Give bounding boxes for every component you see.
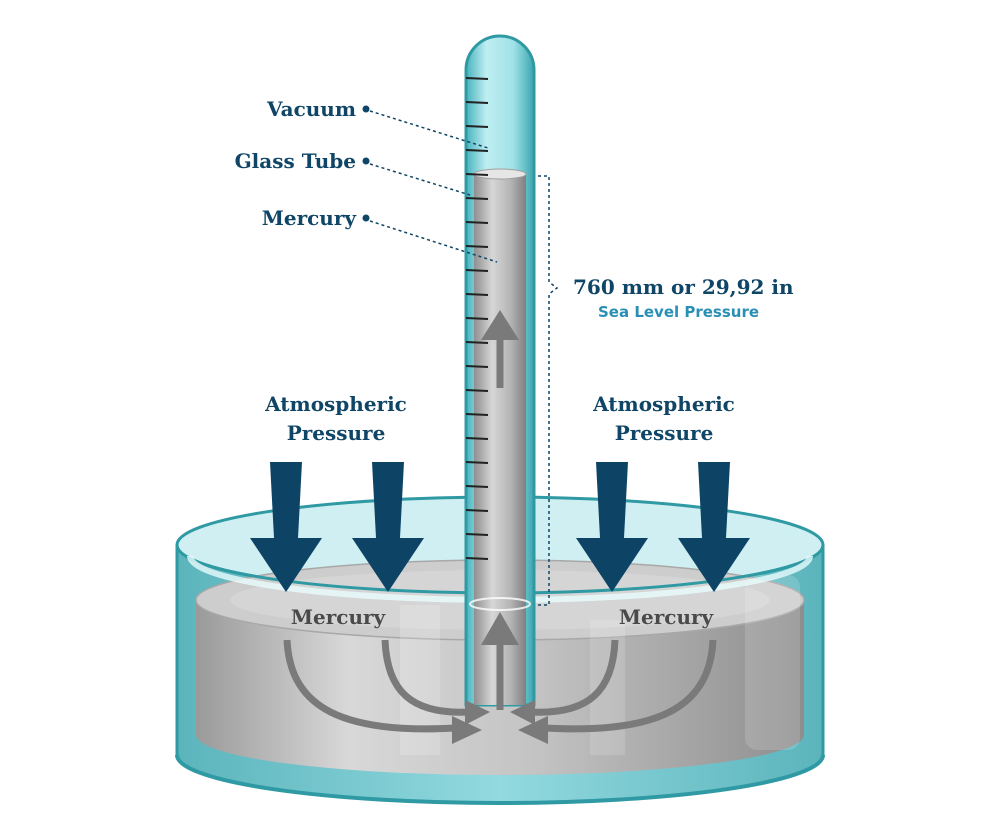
glass-tube-group	[464, 34, 536, 710]
graduation-tick	[465, 533, 489, 536]
graduation-tick	[465, 149, 489, 152]
graduation-tick	[465, 101, 489, 104]
flow-arrow-left-outer-head	[452, 716, 482, 744]
mercury-left-label: Mercury	[291, 605, 387, 629]
tube-graduation-ticks	[465, 77, 489, 560]
atm-left-label-line2: Pressure	[287, 421, 386, 445]
dish-reflection-3	[745, 575, 800, 750]
graduation-tick	[465, 413, 489, 416]
flow-arrow-right-inner	[529, 639, 619, 716]
graduation-tick	[465, 269, 489, 272]
mercury-tube-label: Mercury	[262, 206, 358, 230]
mercury-right-label: Mercury	[619, 605, 715, 629]
flow-arrow-left-inner-head	[465, 700, 490, 725]
flow-arrow-right-inner-head	[510, 700, 535, 725]
dish-bottom-rim	[175, 754, 825, 805]
vacuum-label: Vacuum	[266, 97, 356, 121]
graduation-tick	[465, 461, 489, 464]
graduation-tick	[465, 125, 489, 128]
graduation-tick	[465, 173, 489, 176]
dish-reflection-2	[590, 620, 625, 755]
vacuum-leader-dot	[362, 105, 370, 113]
glass-tube-leader-dot	[362, 157, 370, 165]
graduation-tick	[465, 485, 489, 488]
atmospheric-arrows	[250, 462, 750, 592]
graduation-tick	[465, 317, 489, 320]
vacuum-leader-line	[369, 110, 489, 149]
leader-lines	[362, 105, 559, 606]
dish-reflection-1	[400, 605, 440, 755]
tube-up-arrow-head	[481, 310, 519, 340]
flow-arrow-left-inner	[381, 639, 471, 716]
graduation-tick	[465, 365, 489, 368]
graduation-tick	[465, 389, 489, 392]
atm-arrow-2	[352, 462, 424, 592]
atm-arrow-3	[576, 462, 648, 592]
graduation-tick	[465, 245, 489, 248]
graduation-tick	[465, 221, 489, 224]
tube-waterline	[469, 597, 531, 611]
atm-right-label-line2: Pressure	[615, 421, 714, 445]
graduation-tick	[465, 197, 489, 200]
glass-tube-leader-line	[369, 163, 471, 196]
atm-arrow-4	[678, 462, 750, 592]
center-up-arrow-head	[481, 612, 519, 645]
mercury-leader-line	[369, 220, 498, 263]
height-sub-label: Sea Level Pressure	[598, 303, 759, 321]
glass-tube-label: Glass Tube	[235, 149, 356, 173]
mercury-flow-arrows	[283, 639, 717, 744]
graduation-tick	[465, 509, 489, 512]
graduation-tick	[465, 437, 489, 440]
graduation-tick	[465, 557, 489, 560]
flow-arrow-right-outer	[544, 639, 717, 733]
height-bracket	[538, 175, 559, 606]
graduation-tick	[465, 341, 489, 344]
graduation-tick	[465, 77, 489, 80]
flow-arrow-right-outer-head	[518, 716, 548, 744]
flow-arrow-left-outer	[283, 639, 456, 733]
dish-side-edges	[175, 545, 825, 755]
atm-right-label-line1: Atmospheric	[592, 392, 735, 416]
mercury-leader-dot	[362, 214, 370, 222]
atm-arrow-1	[250, 462, 322, 592]
height-label: 760 mm or 29,92 in	[573, 275, 794, 299]
atm-left-label-line1: Atmospheric	[264, 392, 407, 416]
graduation-tick	[465, 293, 489, 296]
